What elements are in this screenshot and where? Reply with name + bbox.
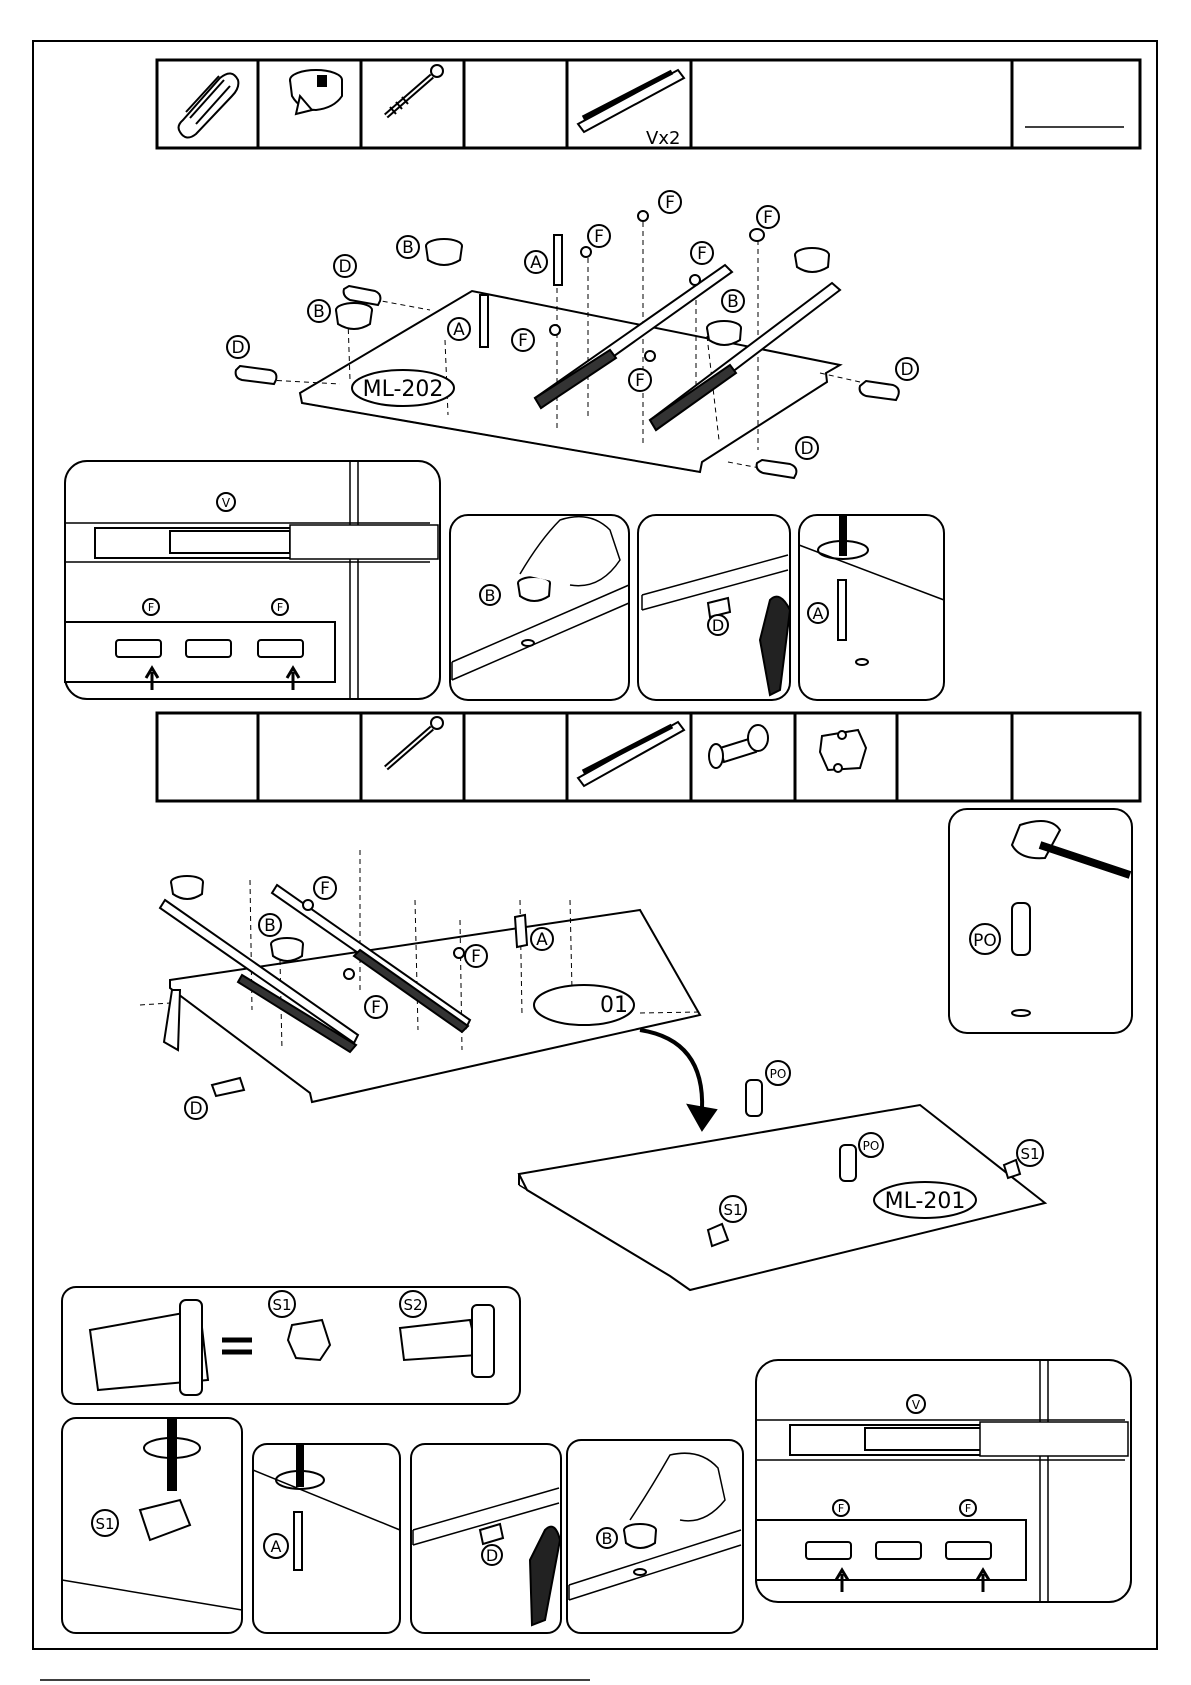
callout-a: A <box>536 930 548 950</box>
callout-b: B <box>264 916 276 936</box>
callout-f: F <box>320 879 330 899</box>
cam-bolt-icon <box>386 65 443 116</box>
wooden-dowel-icon <box>179 73 239 137</box>
callout-b: B <box>727 292 739 312</box>
detail-cam-insert-2: B <box>567 1440 743 1633</box>
callout-s1: S1 <box>272 1296 291 1314</box>
callout-v: V <box>912 1398 921 1412</box>
callout-b: B <box>485 586 496 605</box>
callout-f: F <box>518 331 528 351</box>
callout-d: D <box>189 1099 202 1119</box>
panel-label-01: 01 <box>600 993 628 1018</box>
panel-ml-201-view: ML-201 PO PO S1 S1 <box>519 1061 1045 1290</box>
detail-slide-mounting: V F F <box>65 461 440 699</box>
parts-table-2 <box>157 713 1140 801</box>
callout-f: F <box>371 998 381 1018</box>
callout-a: A <box>530 253 542 273</box>
callout-f: F <box>697 244 707 264</box>
detail-cam-insert: B <box>450 515 629 700</box>
callout-d: D <box>712 616 724 635</box>
callout-s2: S2 <box>403 1296 422 1314</box>
callout-b: B <box>602 1529 613 1548</box>
callout-s1: S1 <box>723 1201 742 1219</box>
detail-bolt-screw: A <box>799 515 944 700</box>
callout-d: D <box>486 1546 498 1565</box>
drawer-slide-icon <box>578 722 684 786</box>
callout-f: F <box>148 601 154 614</box>
callout-d: D <box>900 360 913 380</box>
detail-slide-mounting-2: V F F <box>756 1360 1131 1602</box>
callout-po: PO <box>863 1139 880 1153</box>
detail-dowel-insert: D <box>638 515 790 700</box>
callout-b: B <box>313 302 325 322</box>
detail-hinge-equivalence: S1 S2 <box>62 1287 520 1404</box>
callout-f: F <box>635 371 645 391</box>
step2-exploded-view: 01 F B F A F D <box>140 850 716 1130</box>
cam-lock-icon <box>290 70 342 114</box>
step1-exploded-view: ML-202 D D B B A A F F F F B F F D D <box>227 191 918 478</box>
callout-a: A <box>453 320 465 340</box>
callout-d: D <box>800 439 813 459</box>
callout-f: F <box>763 208 773 228</box>
hinge-plate-icon <box>820 730 866 772</box>
callout-f: F <box>471 947 481 967</box>
detail-hinge-screw: S1 <box>62 1418 242 1633</box>
slide-quantity-label: Vx2 <box>646 128 680 149</box>
callout-f: F <box>965 1502 971 1515</box>
callout-po: PO <box>770 1067 787 1081</box>
shelf-pin-icon <box>709 725 768 768</box>
callout-f: F <box>277 601 283 614</box>
panel-label-ml-202: ML-202 <box>363 377 444 402</box>
callout-f: F <box>838 1502 844 1515</box>
cam-bolt-icon <box>386 717 443 768</box>
callout-po: PO <box>973 931 997 951</box>
callout-s1: S1 <box>1020 1145 1039 1163</box>
callout-f: F <box>594 227 604 247</box>
callout-f: F <box>665 193 675 213</box>
detail-bolt-screw-2: A <box>253 1444 400 1633</box>
callout-d: D <box>338 257 351 277</box>
drawer-slide-icon <box>578 70 684 132</box>
detail-shelf-pin-hammer: PO <box>949 809 1132 1033</box>
panel-label-ml-201: ML-201 <box>885 1189 966 1214</box>
callout-s1: S1 <box>95 1515 114 1533</box>
callout-v: V <box>222 496 231 510</box>
callout-d: D <box>231 338 244 358</box>
callout-a: A <box>813 604 824 623</box>
callout-b: B <box>402 238 414 258</box>
detail-dowel-insert-2: D <box>411 1444 561 1633</box>
callout-a: A <box>271 1537 282 1556</box>
